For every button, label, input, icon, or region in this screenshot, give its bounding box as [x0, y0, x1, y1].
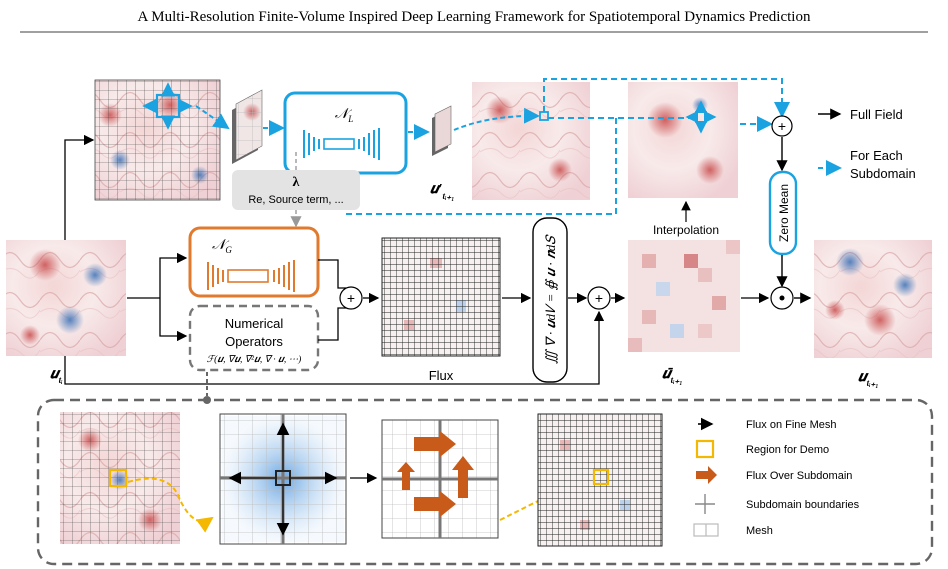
svg-text:∭ ∇ · 𝒖d𝑉 = ∯ 𝒖 · 𝒏d𝑆: ∭ ∇ · 𝒖d𝑉 = ∯ 𝒖 · 𝒏d𝑆 — [543, 234, 558, 364]
field-interpolated — [628, 82, 738, 198]
field-coarse — [628, 240, 740, 352]
label-u-next: 𝒖tᵢ₊₁ — [858, 370, 879, 388]
legend-region-demo: Region for Demo — [746, 444, 829, 456]
legend-flux-fine: Flux on Fine Mesh — [746, 419, 836, 431]
params-symbol: λ — [293, 175, 300, 190]
line-global-to-plus — [318, 260, 346, 288]
label-interpolation: Interpolation — [653, 223, 719, 237]
patch-stack — [232, 90, 262, 164]
legend-top: Full Field For Each Subdomain — [818, 107, 916, 181]
plus-node-middle: + — [340, 287, 362, 309]
legend-flux-subdomain: Flux Over Subdomain — [746, 470, 852, 482]
label-u-t: 𝒖tᵢ — [50, 367, 63, 385]
local-network-box: 𝒩L — [285, 93, 406, 173]
svg-text:Zero Mean: Zero Mean — [777, 184, 791, 242]
demo-fine-mesh — [538, 414, 662, 546]
legend-orange-arrow-icon — [696, 466, 717, 484]
legend-for-each-subdomain: For Each Subdomain — [850, 148, 916, 181]
svg-text:+: + — [778, 118, 786, 134]
demo-zoom-fine-flux — [220, 414, 346, 544]
legend-mesh-icon — [694, 524, 718, 536]
paper-header-title: A Multi-Resolution Finite-Volume Inspire… — [138, 9, 811, 25]
integral-box: ∭ ∇ · 𝒖d𝑉 = ∯ 𝒖 · 𝒏d𝑆 — [533, 218, 567, 382]
line-split-to-operators — [160, 298, 186, 336]
output-patch — [432, 106, 451, 156]
legend-cross-icon — [695, 494, 715, 514]
svg-text:+: + — [347, 290, 355, 306]
field-fine-mesh-top — [95, 80, 220, 200]
plus-node-bottom: + — [588, 287, 610, 309]
line-operators-to-plus — [318, 308, 346, 340]
operators-box: Numerical Operators ℱ(𝒖, ∇𝒖, ∇²𝒖, ∇ · 𝒖,… — [190, 306, 318, 370]
label-u-prime: 𝒖′tᵢ₊₁ — [430, 182, 454, 201]
params-text: Re, Source term, ... — [248, 194, 343, 206]
label-u-bar: 𝒖̄tᵢ₊₁ — [662, 367, 683, 385]
svg-text:+: + — [595, 290, 603, 306]
operators-formula: ℱ(𝒖, ∇𝒖, ∇²𝒖, ∇ · 𝒖, ⋯) — [207, 354, 302, 365]
legend-full-field: Full Field — [850, 107, 903, 122]
field-local-prediction — [472, 82, 590, 200]
svg-text:Numerical: Numerical — [225, 316, 284, 331]
demo-subdomain-flux — [382, 420, 498, 538]
demo-field — [60, 412, 180, 544]
label-flux: Flux — [429, 368, 454, 383]
plus-node-top: + — [772, 116, 792, 136]
line-input-to-top — [65, 140, 93, 240]
odot-node — [771, 287, 793, 309]
svg-text:Operators: Operators — [225, 334, 283, 349]
line-split-to-global-net — [160, 258, 186, 298]
params-box: λ Re, Source term, ... — [232, 170, 360, 210]
legend-mesh: Mesh — [746, 525, 773, 537]
zero-mean-box: Zero Mean — [770, 172, 796, 254]
legend-subdomain-boundaries: Subdomain boundaries — [746, 499, 860, 511]
flux-grid — [382, 238, 500, 356]
line-input-to-bottom-plus — [65, 312, 599, 384]
legend-bottom: Flux on Fine Mesh Region for Demo Flux O… — [694, 419, 860, 537]
field-output — [814, 240, 932, 358]
legend-region-icon — [697, 441, 713, 457]
global-network-box: 𝒩G — [190, 228, 318, 296]
field-input — [6, 240, 126, 356]
